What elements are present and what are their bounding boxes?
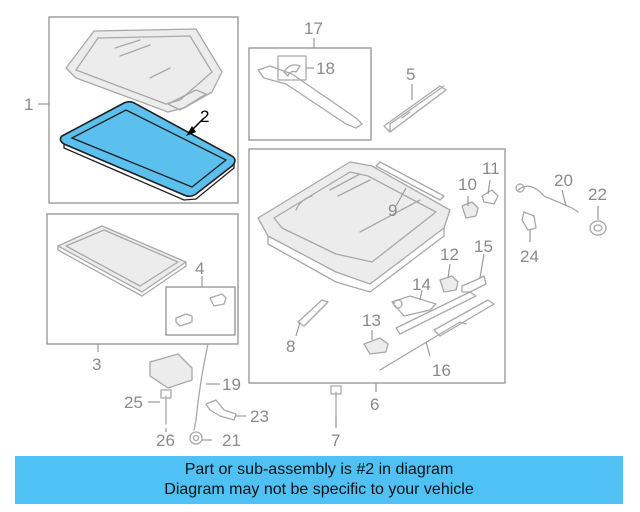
- group-box-3: [46, 213, 239, 345]
- bolt-part-7: [330, 385, 342, 417]
- banner-line-2: Diagram may not be specific to your vehi…: [164, 481, 474, 498]
- drain-hose-part-20: [517, 185, 579, 213]
- glass-seal-part-highlighted: [59, 100, 236, 201]
- callout-13: 13: [362, 311, 381, 330]
- callout-20: 20: [554, 171, 573, 190]
- callout-3: 3: [92, 355, 101, 374]
- hose-end-part-20: [515, 183, 525, 193]
- wind-deflector-part: [257, 55, 363, 129]
- callout-22: 22: [588, 185, 607, 204]
- callout-12: 12: [440, 245, 459, 264]
- callout-21: 21: [222, 431, 241, 450]
- callout-6: 6: [370, 395, 379, 414]
- bracket-part-15: [461, 275, 487, 293]
- bracket-part-13: [363, 337, 389, 355]
- callout-14: 14: [412, 275, 431, 294]
- parts-diagram: 1 2 3 4 5 6 7 8 9 10 11 12 13 14 15 16 1…: [24, 16, 607, 450]
- clip-part-24: [521, 211, 537, 231]
- callout-8: 8: [286, 337, 295, 356]
- callout-11: 11: [482, 159, 500, 178]
- clip-part-4: [175, 293, 227, 327]
- callout-23: 23: [250, 407, 269, 426]
- bracket-part-12: [439, 275, 459, 293]
- banner-line-1: Part or sub-assembly is #2 in diagram: [184, 461, 454, 478]
- group-box-17: [248, 47, 372, 141]
- bracket-part-11: [481, 189, 499, 205]
- drive-cable-part-16: [379, 321, 467, 371]
- callout-1: 1: [24, 95, 33, 114]
- callout-7: 7: [331, 431, 340, 450]
- clamp-part-21: [189, 431, 203, 445]
- drain-hose-part-19: [193, 343, 209, 431]
- sunshade-panel-part: [57, 225, 187, 297]
- callout-2: 2: [200, 107, 209, 126]
- info-banner: Part or sub-assembly is #2 in diagram Di…: [15, 456, 623, 504]
- elbow-part-23: [205, 399, 237, 421]
- callout-18: 18: [316, 59, 335, 78]
- callout-10: 10: [458, 175, 477, 194]
- callout-4: 4: [195, 259, 204, 278]
- drive-assembly-part-14: [391, 291, 495, 337]
- callout-17: 17: [304, 19, 323, 38]
- trim-part-8: [297, 299, 329, 327]
- bracket-part-25: [149, 353, 193, 389]
- bracket-part-10: [461, 201, 479, 219]
- rail-part-5: [383, 85, 447, 133]
- callout-5: 5: [406, 65, 415, 84]
- callout-9: 9: [388, 201, 397, 220]
- callout-25: 25: [124, 393, 143, 412]
- leader-2-arrow: [186, 126, 196, 136]
- leader-lines: [38, 38, 599, 441]
- glass-panel-part: [65, 28, 223, 113]
- grommet-part-22: [589, 220, 607, 236]
- callout-16: 16: [432, 361, 451, 380]
- sunroof-frame-part: [257, 161, 451, 293]
- group-box-1: [48, 16, 239, 204]
- callout-26: 26: [156, 431, 175, 450]
- clips-box-4: [165, 286, 236, 336]
- callout-24: 24: [520, 247, 539, 266]
- group-box-6: [248, 148, 506, 384]
- callout-19: 19: [222, 375, 241, 394]
- callout-15: 15: [474, 237, 493, 256]
- bolt-part-26: [160, 389, 172, 425]
